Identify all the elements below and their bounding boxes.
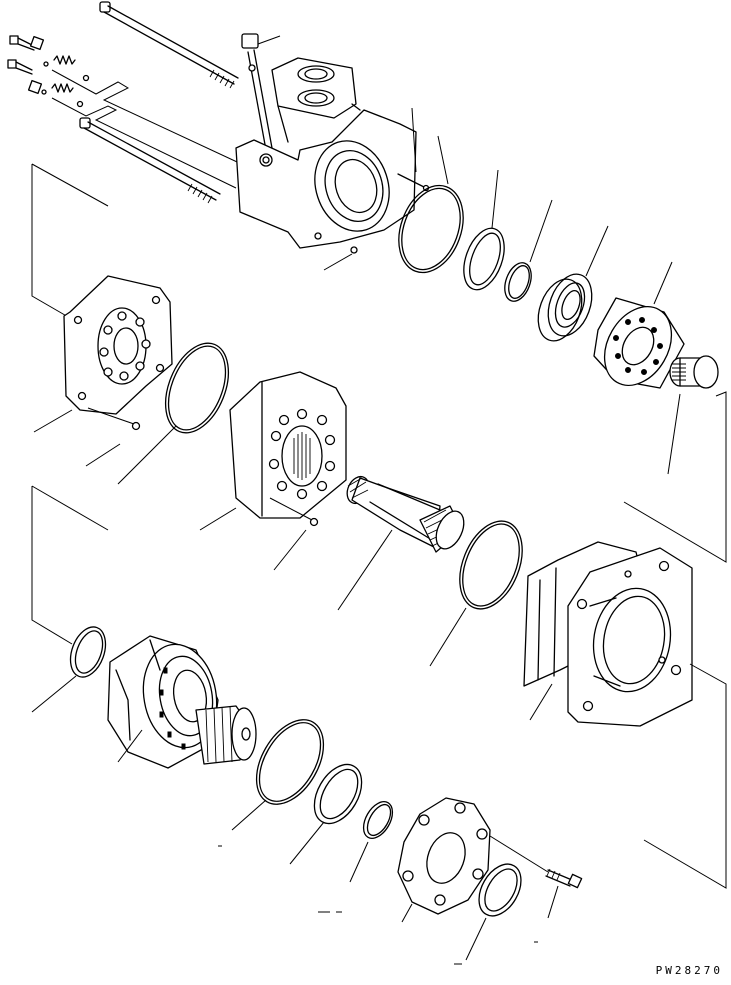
frame-leader-left-mid [32, 486, 108, 530]
drive-shaft[interactable] [338, 473, 469, 610]
bearing-upper[interactable] [530, 226, 608, 347]
pin-valve-plate[interactable] [270, 498, 318, 570]
backup-ring-upper[interactable] [456, 170, 512, 295]
o-ring-large-upper[interactable] [387, 136, 474, 282]
frame-leader-right [624, 392, 726, 562]
dust-seal[interactable] [466, 857, 530, 960]
distributor-valve[interactable] [591, 262, 685, 397]
snap-ring-lower[interactable] [350, 797, 398, 882]
coupling-spline[interactable] [668, 356, 718, 474]
springs-pair[interactable] [42, 56, 89, 107]
long-bolt-lower[interactable] [80, 118, 220, 203]
valve-plate[interactable] [200, 372, 346, 530]
small-screw-upper[interactable] [10, 36, 43, 50]
end-plate[interactable] [34, 276, 172, 432]
frame-leader-left-top [32, 164, 108, 206]
thrust-ring[interactable] [32, 622, 112, 712]
pin-end-plate[interactable] [86, 408, 140, 466]
o-ring-middle-right[interactable] [430, 512, 534, 666]
retainer-plate[interactable] [398, 798, 490, 922]
bolt-lower[interactable] [490, 836, 582, 918]
frame-leader-left-upper [32, 164, 70, 318]
zigzag-leader-lower [52, 98, 236, 188]
small-screw-lower[interactable] [8, 60, 41, 93]
cap-screw-vertical[interactable] [242, 34, 280, 150]
o-ring-lower[interactable] [232, 708, 337, 830]
motor-case[interactable] [524, 542, 692, 726]
frame-leader-left-lower [32, 486, 72, 644]
tick-marks [218, 846, 538, 964]
cylinder-block[interactable] [108, 636, 256, 768]
frame-leader-right-lower [644, 664, 726, 888]
zigzag-leader-upper [52, 70, 250, 168]
o-ring-middle-left[interactable] [118, 334, 241, 484]
small-pin-housing[interactable] [324, 247, 357, 270]
long-bolt-upper[interactable] [100, 2, 238, 88]
drawing-code: PW28270 [655, 964, 723, 977]
valve-housing[interactable] [236, 58, 416, 248]
snap-ring-upper[interactable] [500, 200, 552, 305]
thrust-washer[interactable] [290, 756, 371, 864]
